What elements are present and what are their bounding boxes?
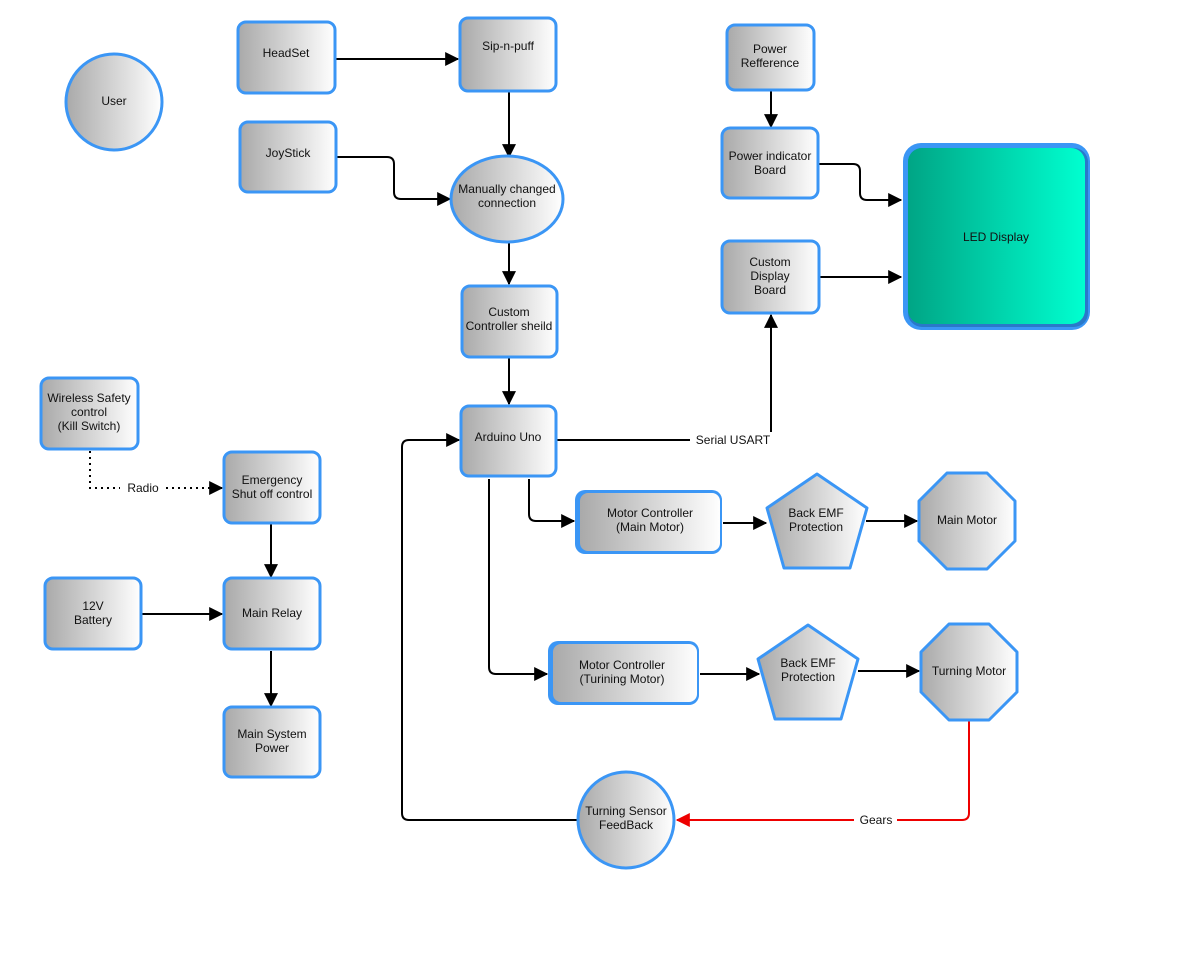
node-label-main-motor: Main Motor — [937, 513, 997, 527]
node-label-line: Power indicator — [729, 149, 812, 163]
edge-label-serial-usart: Serial USART — [696, 433, 771, 447]
node-sip-n-puff[interactable]: Sip-n-puff — [458, 16, 558, 93]
edge-indicator-to-led — [819, 163, 903, 207]
edge-label-gears: Gears — [860, 813, 893, 827]
node-label-arduino: Arduino Uno — [475, 430, 542, 444]
node-label-line: Shut off control — [232, 487, 313, 501]
node-label-line: Board — [754, 163, 786, 177]
node-main-motor[interactable]: Main Motor — [917, 471, 1017, 571]
node-label-line: (Main Motor) — [616, 520, 684, 534]
node-label-line: (Turining Motor) — [580, 672, 665, 686]
node-label-line: (Kill Switch) — [58, 419, 121, 433]
node-label-line: Back EMF — [788, 506, 843, 520]
node-label-line: Board — [754, 283, 786, 297]
node-label-line: Motor Controller — [607, 506, 693, 520]
node-main-relay[interactable]: Main Relay — [222, 576, 322, 651]
node-label-line: Power — [255, 741, 289, 755]
node-label-line: Controller sheild — [466, 319, 553, 333]
node-label-line: Arduino Uno — [475, 430, 542, 444]
edge-label-radio: Radio — [127, 481, 159, 495]
node-label-line: Motor Controller — [579, 658, 665, 672]
node-label-main-relay: Main Relay — [242, 606, 302, 620]
node-turning-motor[interactable]: Turning Motor — [919, 622, 1019, 722]
node-label-motor-ctrl-turn: Motor Controller(Turining Motor) — [579, 658, 665, 686]
node-label-line: HeadSet — [263, 46, 310, 60]
node-label-line: 12V — [82, 599, 103, 613]
node-label-line: Sip-n-puff — [482, 39, 534, 53]
node-label-joystick: JoyStick — [266, 146, 312, 160]
node-motor-controller-turning[interactable]: Motor Controller(Turining Motor) — [548, 641, 699, 705]
node-label-line: Protection — [781, 670, 835, 684]
node-label-line: Display — [750, 269, 789, 283]
node-label-line: Main Relay — [242, 606, 302, 620]
node-label-line: Main Motor — [937, 513, 997, 527]
node-label-headset: HeadSet — [263, 46, 310, 60]
node-label-line: Main System — [237, 727, 306, 741]
node-joystick[interactable]: JoyStick — [238, 120, 338, 194]
node-label-line: Refference — [741, 56, 800, 70]
node-label-line: FeedBack — [599, 818, 654, 832]
node-label-line: Battery — [74, 613, 112, 627]
node-label-user: User — [101, 94, 126, 108]
edge-sensor-to-arduino — [401, 433, 578, 821]
node-label-line: connection — [478, 196, 536, 210]
node-label-led-display: LED Display — [963, 230, 1029, 244]
node-label-line: control — [71, 405, 107, 419]
node-label-line: Back EMF — [780, 656, 835, 670]
node-label-sip-n-puff: Sip-n-puff — [482, 39, 534, 53]
edge-turningmotor-to-sensor — [897, 720, 970, 821]
node-label-line: Power — [753, 42, 787, 56]
node-label-line: JoyStick — [266, 146, 312, 160]
node-label-line: Manually changed — [458, 182, 555, 196]
node-headset[interactable]: HeadSet — [236, 20, 337, 95]
edge-arduino-to-mcmain — [528, 479, 576, 528]
edges — [89, 52, 970, 827]
edge-joystick-to-manual — [337, 156, 452, 206]
node-label-turning-motor: Turning Motor — [932, 664, 1006, 678]
node-label-line: Turning Sensor — [585, 804, 667, 818]
node-label-line: Wireless Safety — [47, 391, 130, 405]
node-motor-controller-main[interactable]: Motor Controller(Main Motor) — [575, 490, 722, 554]
node-label-line: LED Display — [963, 230, 1029, 244]
node-arduino-uno[interactable]: Arduino Uno — [459, 404, 558, 478]
edge-labels: Serial USART Radio Gears — [127, 433, 892, 827]
node-label-motor-ctrl-main: Motor Controller(Main Motor) — [607, 506, 693, 534]
node-user[interactable]: User — [64, 52, 164, 152]
node-led-display[interactable]: LED Display — [903, 143, 1090, 330]
node-label-line: Protection — [789, 520, 843, 534]
node-label-line: Turning Motor — [932, 664, 1006, 678]
edge-arduino-to-mcturn — [488, 479, 549, 681]
node-label-line: Custom — [488, 305, 529, 319]
node-label-line: Emergency — [242, 473, 303, 487]
edge-wireless-to-emergency — [89, 451, 120, 489]
node-label-line: Custom — [749, 255, 790, 269]
